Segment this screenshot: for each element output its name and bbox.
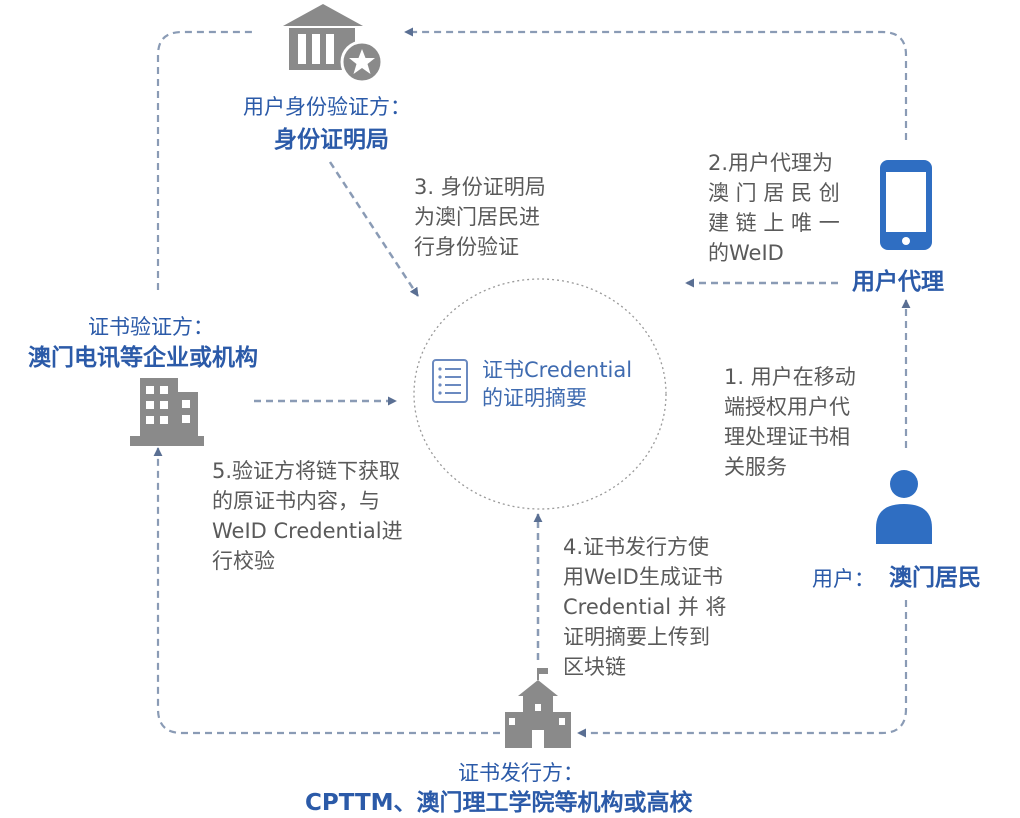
identity-verifier-entity: 身份证明局 xyxy=(274,127,389,153)
office-building-icon xyxy=(130,378,204,446)
credential-verifier-role: 证书验证方： xyxy=(88,315,214,339)
step-5-line-2: 的原证书内容，与 xyxy=(212,489,380,513)
identity-verifier-role: 用户身份验证方： xyxy=(243,95,411,119)
step-3-line-1: 3. 身份证明局 xyxy=(414,175,546,199)
step-2-line-3: 建 链 上 唯 一 xyxy=(708,211,840,235)
step-1-line-1: 1. 用户在移动 xyxy=(724,365,856,389)
issuer-role: 证书发行方： xyxy=(458,761,584,785)
document-list-icon xyxy=(432,359,468,403)
credential-verifier-entity: 澳门电讯等企业或机构 xyxy=(28,345,258,371)
step-2-line-2: 澳 门 居 民 创 xyxy=(708,181,840,205)
step-3-text: 3. 身份证明局 为澳门居民进 行身份验证 xyxy=(414,172,546,262)
user-entity: 澳门居民 xyxy=(889,565,981,591)
step-1-text: 1. 用户在移动 端授权用户代 理处理证书相 关服务 xyxy=(724,362,856,482)
loop-top-left xyxy=(156,30,255,290)
user-agent-entity: 用户代理 xyxy=(852,269,944,295)
step-3-line-2: 为澳门居民进 xyxy=(414,205,540,229)
credential-summary-line-1: 证书Credential xyxy=(482,358,633,382)
government-building-star-icon xyxy=(283,4,384,84)
loop-bottom-left-arrow xyxy=(153,447,500,735)
mobile-phone-icon xyxy=(880,160,932,250)
step-4-line-4: 证明摘要上传到 xyxy=(563,625,710,649)
step-1-line-4: 关服务 xyxy=(724,455,787,479)
step-5-line-3: WeID Credential进 xyxy=(212,519,403,543)
loop-top-right-arrow xyxy=(404,27,908,140)
step-5-line-1: 5.验证方将链下获取 xyxy=(212,459,401,483)
identity-to-center-arrow xyxy=(328,161,420,297)
step-1-line-3: 理处理证书相 xyxy=(724,425,850,449)
step-5-text: 5.验证方将链下获取 的原证书内容，与 WeID Credential进 行校验 xyxy=(212,456,403,576)
step-4-line-2: 用WeID生成证书 xyxy=(563,565,723,589)
person-icon xyxy=(876,470,932,544)
step-2-line-1: 2.用户代理为 xyxy=(708,151,834,175)
step-2-text: 2.用户代理为 澳 门 居 民 创 建 链 上 唯 一 的WeID xyxy=(708,148,840,268)
loop-bottom-right-arrow xyxy=(577,600,908,738)
school-building-icon xyxy=(505,668,571,748)
step-5-line-4: 行校验 xyxy=(212,549,275,573)
credential-summary-label: 证书Credential 的证明摘要 xyxy=(482,356,632,412)
issuer-entity: CPTTM、澳门理工学院等机构或高校 xyxy=(305,790,693,816)
step-2-line-4: 的WeID xyxy=(708,241,784,265)
step-3-line-3: 行身份验证 xyxy=(414,235,519,259)
credential-summary-line-2: 的证明摘要 xyxy=(482,386,587,410)
credential-ellipse xyxy=(413,278,667,510)
step-4-line-3: Credential 并 将 xyxy=(563,595,727,619)
step-4-text: 4.证书发行方使 用WeID生成证书 Credential 并 将 证明摘要上传… xyxy=(563,532,726,682)
step-4-line-1: 4.证书发行方使 xyxy=(563,535,710,559)
step-1-line-2: 端授权用户代 xyxy=(724,395,850,419)
step-4-line-5: 区块链 xyxy=(563,655,626,679)
user-role: 用户： xyxy=(812,567,875,591)
